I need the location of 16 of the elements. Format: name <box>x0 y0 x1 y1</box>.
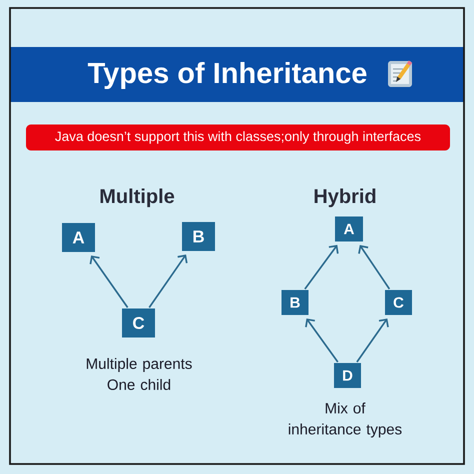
arrow <box>305 318 338 362</box>
class-box: C <box>385 290 412 315</box>
class-box: D <box>334 363 361 388</box>
class-box: C <box>122 308 155 338</box>
arrow <box>90 255 128 308</box>
note-banner: Java doesn’t support this with classes;only through interfaces <box>26 124 450 150</box>
title-banner: Types of Inheritance <box>10 47 464 102</box>
arrow <box>148 254 188 308</box>
arrow <box>304 244 339 290</box>
arrow <box>358 245 390 290</box>
class-box: A <box>335 216 363 242</box>
class-box: B <box>182 222 215 251</box>
class-box: A <box>62 223 95 252</box>
class-box: B <box>282 290 308 315</box>
arrow <box>356 318 389 362</box>
heading: Multiple <box>100 188 174 208</box>
